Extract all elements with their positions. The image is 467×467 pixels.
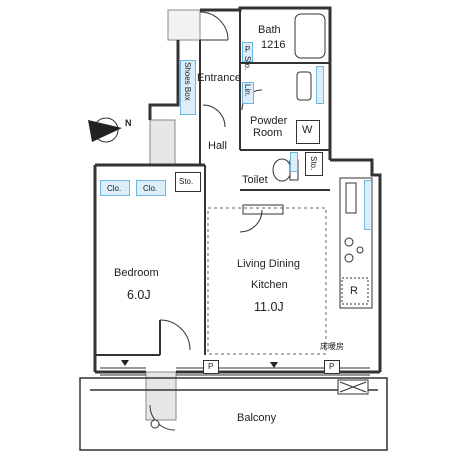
closet-1-label: Clo. xyxy=(107,184,122,193)
hall-storage-label: Sto. xyxy=(179,177,194,186)
bedroom-label: Bedroom xyxy=(114,267,159,279)
kitchen-counter xyxy=(339,177,373,309)
pipe-label-3: P xyxy=(329,362,335,371)
drain-icon xyxy=(150,419,160,429)
ldk-label-2: Kitchen xyxy=(251,279,288,291)
balcony-label: Balcony xyxy=(237,412,277,424)
pipe-label-1: P xyxy=(245,45,251,54)
closet-1-storage xyxy=(100,180,130,196)
toilet-shelf xyxy=(290,152,298,172)
closet-2-label: Clo. xyxy=(143,184,158,193)
ldk-size-label: 11.0J xyxy=(254,300,284,314)
refrigerator-space xyxy=(341,277,369,305)
pipe-box-3 xyxy=(324,360,340,374)
pipe-label-2: P xyxy=(208,362,214,371)
ldk-label-1: Living Dining xyxy=(237,258,300,270)
bedroom-size-label: 6.0J xyxy=(127,288,151,302)
closet-2-storage xyxy=(136,180,166,196)
washer-box xyxy=(296,120,320,144)
bath-storage xyxy=(242,42,253,62)
toilet-icon xyxy=(272,158,292,182)
toilet-label: Toilet xyxy=(242,174,268,186)
column-balcony xyxy=(145,371,177,421)
shaft-top xyxy=(167,9,201,41)
toilet-storage-label: Sto. xyxy=(309,156,318,171)
linen-label: Lin. xyxy=(243,84,252,97)
bedroom-window-marker xyxy=(121,360,129,366)
interior-walls xyxy=(95,10,330,356)
range-hood xyxy=(242,204,284,215)
shoes-box-label: Shoes Box xyxy=(183,62,192,101)
bath-size-label: 1216 xyxy=(261,39,286,51)
kitchen-shelf xyxy=(364,180,372,230)
floor-heating-label: 床暖房 xyxy=(320,342,344,351)
entrance-storage-label: Sto. xyxy=(243,56,252,71)
powder-label-1: Powder xyxy=(250,115,288,127)
shoes-box-storage xyxy=(180,60,196,115)
pipe-box-2 xyxy=(203,360,219,374)
hall-label: Hall xyxy=(208,140,227,152)
compass-north-label: N xyxy=(125,118,132,128)
refrigerator-label: R xyxy=(350,285,358,297)
linen-storage xyxy=(242,82,254,104)
balcony-outline xyxy=(79,377,388,451)
column-upper xyxy=(149,119,176,166)
powder-sink-icon xyxy=(296,71,312,101)
powder-shelf xyxy=(316,66,324,104)
bathtub-icon xyxy=(294,13,326,59)
toilet-storage-box xyxy=(305,152,323,176)
stove-icon xyxy=(344,237,364,263)
washer-label: W xyxy=(302,124,313,136)
hall-storage-box xyxy=(175,172,201,192)
kitchen-sink xyxy=(345,182,357,214)
bath-label: Bath xyxy=(258,24,281,36)
powder-label-2: Room xyxy=(253,127,283,139)
compass-icon xyxy=(88,117,122,143)
living-window-marker xyxy=(270,362,278,368)
entrance-label: Entrance xyxy=(197,72,242,84)
